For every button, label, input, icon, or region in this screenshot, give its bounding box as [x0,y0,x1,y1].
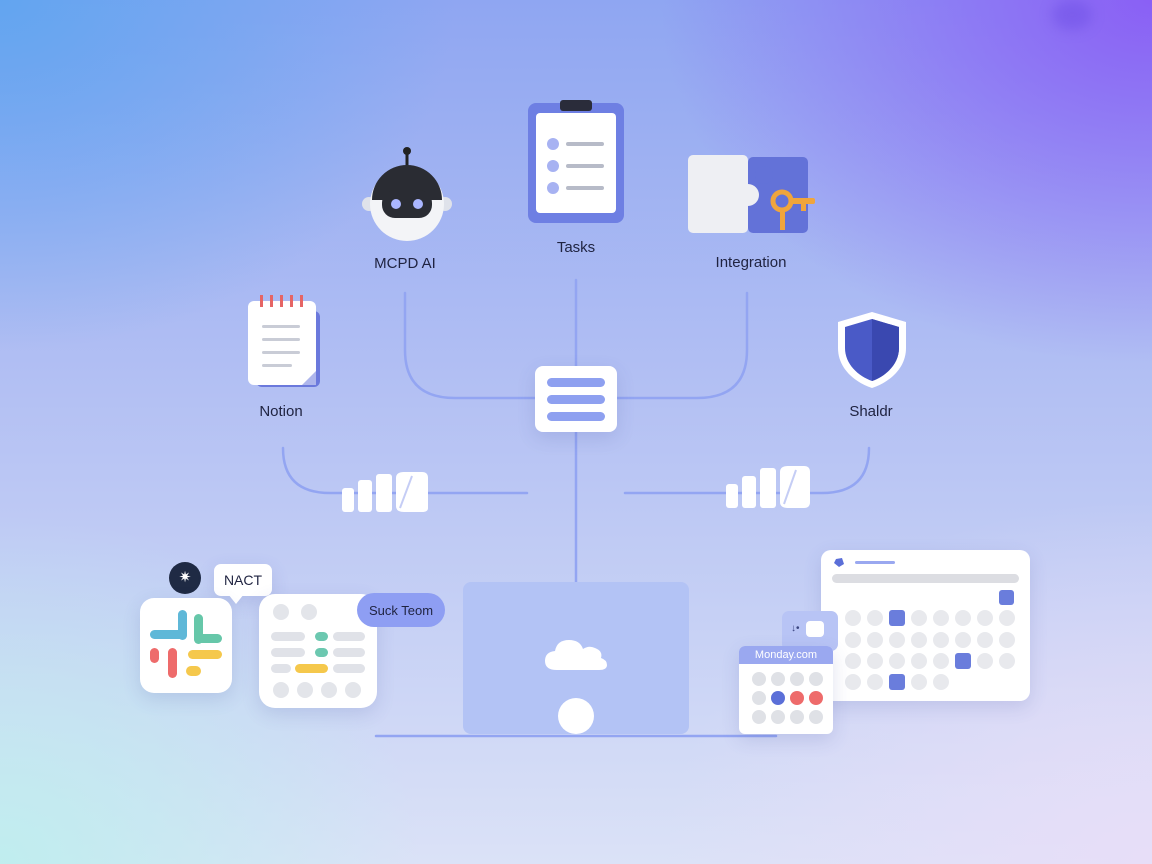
calendar-card[interactable] [821,550,1030,701]
robot-icon [362,147,452,241]
tasks-label: Tasks [556,239,596,256]
laptop-node[interactable] [463,582,689,734]
connector-security [623,446,871,495]
nact-badge: NACT [214,564,272,604]
monday-card[interactable]: Monday.com [739,646,833,734]
puzzle-key-icon [688,155,815,233]
slack-icon [150,610,222,678]
connector-notion [281,446,529,495]
nact-text: NACT [223,572,263,588]
security-node[interactable] [836,310,908,390]
corner-glow [1052,0,1092,30]
monday-header: Monday.com [739,646,833,664]
avatar [301,604,317,620]
notion-label: Notion [259,403,303,420]
hub-node[interactable] [535,366,617,432]
team-bubble-text: Suck Teom [368,603,434,618]
integration-node[interactable] [688,155,818,237]
avatar [273,604,289,620]
arrow-icon: ↓• [791,623,800,634]
notepad-icon [248,295,320,387]
left-bars-icon [342,472,428,512]
shield-icon [838,312,906,388]
ai-node[interactable] [355,140,455,280]
monday-label: Monday.com [754,649,818,661]
tasks-node[interactable] [526,100,626,226]
team-bubble[interactable]: Suck Teom [357,593,445,627]
ai-label: MCPD AI [374,255,436,272]
gear-icon: ✷ [178,569,192,586]
connector-integration [615,291,749,400]
integration-label: Integration [715,254,787,271]
calendar-icon [832,558,1019,690]
security-label: Shaldr [849,403,893,420]
cloud-laptop-icon [545,640,607,670]
clipboard-icon [528,100,624,223]
monday-grid [752,672,823,724]
laptop-button[interactable] [558,698,594,734]
gear-badge: ✷ [169,562,201,594]
slack-app-card[interactable] [140,598,232,693]
connector-ai [403,291,537,400]
right-bars-icon [726,466,810,508]
monday-tab[interactable]: ↓• [782,611,838,651]
notion-node[interactable] [246,295,324,390]
